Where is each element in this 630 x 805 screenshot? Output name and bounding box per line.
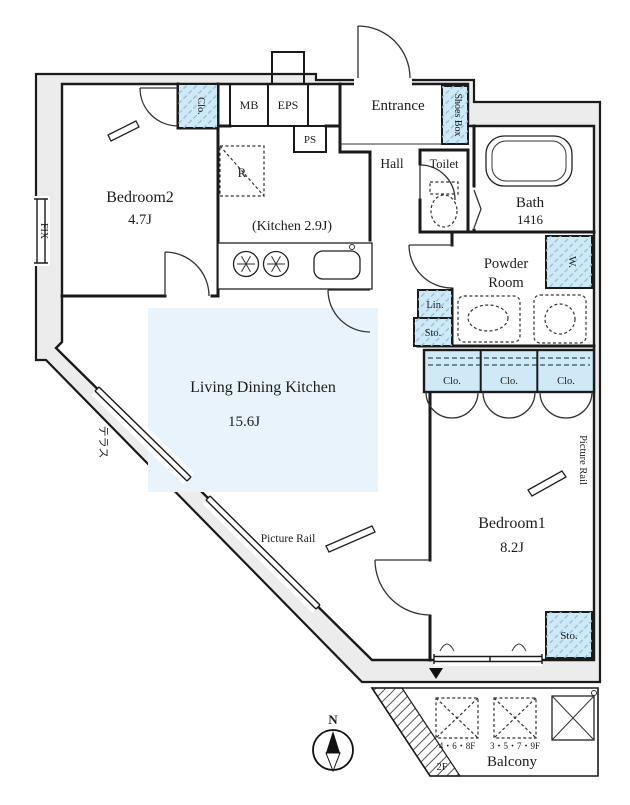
ac-space-2 [493,697,537,739]
ac-space-1 [435,697,479,739]
balcony [370,687,599,777]
bedroom1-label: Bedroom1 [478,515,546,532]
labels: Bedroom2 4.7J Clo. MB EPS PS Entrance Sh… [38,93,588,773]
toilet-bowl-icon [430,194,458,228]
doors [139,25,482,616]
balcony-divider-hatch [370,687,462,777]
ps-label: PS [304,134,316,146]
compass-north-needle [326,731,340,753]
toilet-label: Toilet [430,157,460,171]
entry-marker-triangle [429,668,443,679]
ac-unit [551,695,595,741]
fix-window [33,196,50,266]
linen-label: Lin. [426,300,443,311]
bedroom1-door [374,559,431,616]
bedroom2-door [164,251,210,297]
bedroom1-storage-box [545,611,593,659]
compass-north-label: N [328,712,338,727]
fix-window-label: FIX [38,223,49,240]
balcony-label: Balcony [487,754,537,770]
linen-box [417,289,453,319]
wall-panel-icon [107,120,140,142]
diagonal-window-2 [202,492,324,613]
bedroom1-window [433,643,543,666]
balcony-floors-label-2: 3・5・7・9F [490,741,540,751]
picture-rail-symbols [107,120,567,553]
closet-label-2: Clo. [500,376,518,387]
shoes-box-label: Shoes Box [452,93,463,136]
entrance-label: Entrance [371,98,425,114]
bedroom2-label: Bedroom2 [106,189,174,206]
kitchen-label: (Kitchen 2.9J) [252,219,332,234]
kitchen-fixtures [217,145,373,290]
compass-south-needle [325,752,341,773]
bathtub-icon [485,135,573,187]
bedroom2-closet [177,83,219,129]
bath-size: 1416 [517,212,544,227]
washer-space-icon [533,294,587,344]
shoes-box [441,85,469,145]
bedroom2-closet-label: Clo. [195,97,206,115]
faucet-icon [349,244,355,250]
toilet-door [419,164,456,201]
sanitary-fixtures [429,135,587,344]
picture-rail-ldk-label: Picture Rail [261,533,316,545]
hall-storage-box [413,317,453,347]
balcony-floors-label-1: 4・6・8F [439,741,476,751]
bath-label: Bath [516,195,545,211]
wardrobe-label: W. [566,256,578,268]
powder-room-label-1: Powder [484,256,528,272]
storage-boxes [177,83,596,659]
bedroom1-storage-label: Sto. [560,630,578,642]
bedroom2-closet-door [139,87,179,127]
windows [33,196,543,666]
compass [312,729,354,773]
ldk-highlight [148,308,378,492]
picture-rail-icon [527,470,567,497]
bedroom1-size: 8.2J [500,540,524,556]
closet-label-1: Clo. [443,376,461,387]
hall-label: Hall [380,156,403,171]
ldk-label: Living Dining Kitchen [190,379,336,396]
bedroom2-size: 4.7J [128,212,152,228]
entrance-door [354,25,412,87]
wardrobe-box [545,235,593,289]
ldk-size: 15.6J [228,414,260,430]
ldk-door [327,289,371,333]
kitchen-sink-icon [313,250,361,280]
mb-label: MB [240,98,259,112]
bath-folding-door [473,189,482,229]
powder-room-label-2: Room [488,275,524,291]
refrigerator-label: R [238,165,247,180]
closet-label-3: Clo. [557,376,575,387]
picture-rail-bedroom1-label: Picture Rail [577,435,588,485]
refrigerator-space [219,145,265,197]
utility-shafts [229,51,327,153]
floor-label: 2F [436,762,447,773]
eps-label: EPS [278,98,299,112]
toilet-tank-icon [429,181,459,195]
terrace-label: テラス [97,426,109,459]
diagonal-window-1 [91,383,195,485]
drain-icon [591,690,597,696]
picture-rail-icon [325,525,376,553]
bedroom1-closet-row [422,348,596,419]
powder-room-door [408,244,453,289]
hall-storage-label: Sto. [425,328,442,339]
washbasin-icon [457,295,521,343]
